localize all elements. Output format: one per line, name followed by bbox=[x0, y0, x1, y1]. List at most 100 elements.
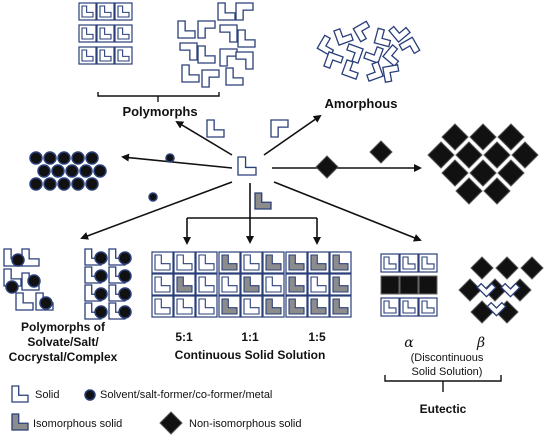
polymorph-a-solid bbox=[117, 49, 130, 62]
arrow-to-solvate-polymorphs bbox=[80, 181, 233, 240]
solvate-form-a-solid bbox=[15, 292, 34, 311]
eutectic-beta-solid bbox=[476, 282, 497, 298]
polymorphs-label: Polymorphs bbox=[122, 104, 198, 119]
solid-shape bbox=[154, 298, 171, 315]
polymorph-b-solid bbox=[237, 29, 256, 48]
polymorph-a-solid bbox=[81, 49, 94, 62]
solid-shape bbox=[198, 276, 215, 293]
non-isomorphous-lattice-diamond bbox=[455, 177, 483, 205]
lattice-solvent-dot bbox=[43, 151, 57, 165]
alpha-label: α bbox=[404, 335, 414, 351]
amorphous-solid bbox=[346, 43, 364, 64]
non-isomorphous-lattice-diamond bbox=[441, 123, 469, 151]
beta-label: β bbox=[476, 335, 486, 351]
eutectic-beta-solid bbox=[486, 301, 507, 317]
lattice-solvent-dot bbox=[85, 151, 99, 165]
eutectic-alpha-dark-cell bbox=[399, 275, 419, 295]
arrow-to-polymorphs bbox=[175, 120, 233, 156]
legend-solvent-text: Solvent/salt-former/co-former/metal bbox=[100, 389, 273, 401]
isomorphous-solid bbox=[288, 254, 305, 271]
lattice-solvent-dot bbox=[71, 177, 85, 191]
solvate-form-a-dot bbox=[39, 296, 53, 310]
polymorph-seed-solid bbox=[206, 119, 225, 138]
solvate-form-b-dot bbox=[94, 269, 108, 283]
eutectic-alpha-dark-cell bbox=[380, 275, 400, 295]
lattice-solvent-dot bbox=[85, 177, 99, 191]
solid-shape bbox=[176, 254, 193, 271]
polymorph-seed-solid bbox=[270, 119, 289, 138]
polymorph-a-solid bbox=[99, 49, 112, 62]
eutectic-bracket bbox=[384, 375, 502, 392]
isomorphous-solid bbox=[332, 298, 349, 315]
polymorph-a-solid bbox=[117, 5, 130, 18]
non-isomorphous-lattice-diamond bbox=[469, 123, 497, 151]
free-solvent-dot bbox=[148, 192, 158, 202]
eutectic-beta-diamond bbox=[520, 256, 544, 280]
isomorphous-solid bbox=[332, 254, 349, 271]
ratio-5-1-label: 5:1 bbox=[175, 330, 193, 344]
lattice-solvent-dot bbox=[71, 151, 85, 165]
isomorphous-solid bbox=[288, 276, 305, 293]
polymorph-b-solid bbox=[179, 42, 198, 61]
isomorphous-solid bbox=[265, 254, 282, 271]
non-isomorphous-lattice-diamond bbox=[455, 141, 483, 169]
non-isomorphous-lattice-diamond bbox=[497, 123, 525, 151]
solid-shape bbox=[176, 298, 193, 315]
solid-shape bbox=[198, 254, 215, 271]
isomorphous-solid bbox=[221, 254, 238, 271]
solvate-label-line3: Cocrystal/Complex bbox=[8, 350, 118, 364]
polymorph-b-solid bbox=[197, 20, 216, 39]
discontinuous-label-line2: Solid Solution) bbox=[411, 366, 483, 378]
eutectic-alpha-solid bbox=[383, 300, 397, 314]
solid-shape bbox=[265, 276, 282, 293]
isomorphous-solid bbox=[221, 298, 238, 315]
lattice-solvent-dot bbox=[37, 164, 51, 178]
amorphous-solid bbox=[366, 61, 384, 82]
eutectic-alpha-solid bbox=[402, 256, 416, 270]
center-solid bbox=[237, 156, 257, 176]
polymorph-b-solid bbox=[235, 2, 254, 21]
solvate-form-b-dot bbox=[118, 269, 132, 283]
eutectic-alpha-solid bbox=[402, 300, 416, 314]
amorphous-solid bbox=[316, 34, 335, 57]
polymorph-a-solid bbox=[81, 27, 94, 40]
isomorphous-solid bbox=[265, 298, 282, 315]
arrow-to-solvate-lattice bbox=[121, 153, 233, 169]
legend-solid-icon bbox=[11, 385, 29, 403]
polymorph-a-solid bbox=[99, 5, 112, 18]
arrow-to-amorphous bbox=[263, 114, 322, 156]
polymorph-b-solid bbox=[225, 67, 244, 86]
eutectic-alpha-dark-cell bbox=[418, 275, 438, 295]
eutectic-beta-diamond bbox=[470, 256, 494, 280]
discontinuous-label-line1: (Discontinuous bbox=[410, 352, 484, 364]
polymorph-b-solid bbox=[219, 48, 238, 67]
legend-non-isomorphous-text: Non-isomorphous solid bbox=[189, 418, 302, 430]
lattice-solvent-dot bbox=[43, 177, 57, 191]
lattice-solvent-dot bbox=[29, 151, 43, 165]
amorphous-solid bbox=[398, 36, 421, 55]
polymorph-b-solid bbox=[181, 64, 200, 83]
amorphous-label: Amorphous bbox=[324, 96, 398, 111]
polymorph-b-solid bbox=[177, 20, 196, 39]
solvate-form-b-dot bbox=[118, 251, 132, 265]
eutectic-alpha-solid bbox=[421, 256, 435, 270]
lattice-solvent-dot bbox=[57, 177, 71, 191]
legend-solvent-dot-icon bbox=[84, 389, 96, 401]
ratio-1-5-label: 1:5 bbox=[308, 330, 326, 344]
lattice-solvent-dot bbox=[51, 164, 65, 178]
amorphous-solid bbox=[388, 25, 411, 43]
solvate-form-a-dot bbox=[11, 253, 25, 267]
non-isomorphous-lattice-diamond bbox=[511, 141, 539, 169]
amorphous-solid bbox=[323, 51, 344, 69]
solvate-form-b-dot bbox=[118, 305, 132, 319]
solvate-label-line1: Polymorphs of bbox=[20, 320, 106, 334]
legend-isomorphous-text: Isomorphous solid bbox=[33, 418, 123, 430]
amorphous-solid bbox=[373, 27, 392, 48]
lattice-solvent-dot bbox=[29, 177, 43, 191]
amorphous-solid bbox=[382, 44, 400, 67]
lattice-solvent-dot bbox=[93, 164, 107, 178]
polymorph-b-solid bbox=[235, 51, 254, 70]
lattice-solvent-dot bbox=[79, 164, 93, 178]
non-isomorphous-solid bbox=[315, 155, 339, 179]
solid-shape bbox=[243, 254, 260, 271]
